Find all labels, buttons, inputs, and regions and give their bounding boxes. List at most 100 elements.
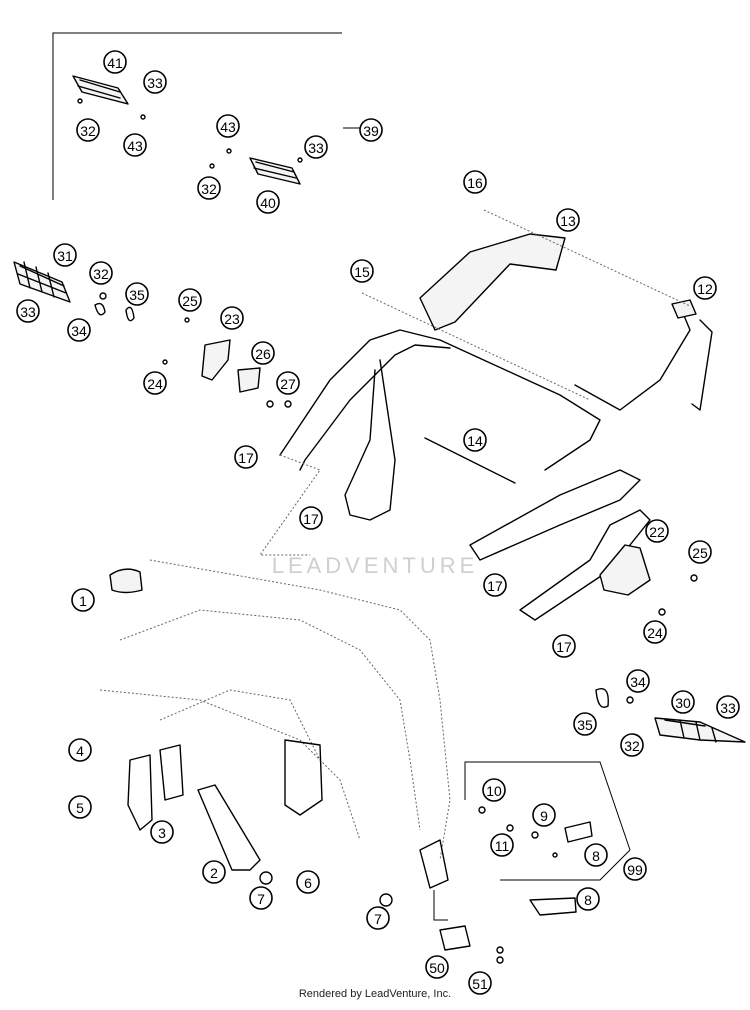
callout-circle (350, 259, 374, 283)
callout-circle (296, 870, 320, 894)
callout-label: 4 (76, 743, 84, 759)
callout-circle (532, 803, 556, 827)
callout-circle (276, 371, 300, 395)
callout-circle (584, 843, 608, 867)
callout-label: 13 (560, 213, 576, 229)
main-frame-1-drawing (99, 559, 577, 964)
callout-circle (68, 738, 92, 762)
callout-label: 6 (304, 875, 312, 891)
callout-5: 5 (68, 795, 92, 819)
callout-circle (103, 50, 127, 74)
callout-12: 12 (693, 276, 717, 300)
callout-circle (178, 288, 202, 312)
callout-1: 1 (71, 588, 95, 612)
callout-label: 39 (363, 123, 379, 139)
callout-3: 3 (150, 820, 174, 844)
callout-34: 34 (67, 318, 91, 342)
callout-circle (359, 118, 383, 142)
callout-circle (425, 955, 449, 979)
callout-circle (123, 133, 147, 157)
callout-32: 32 (76, 118, 100, 142)
callout-circle (688, 540, 712, 564)
callout-17: 17 (299, 506, 323, 530)
callout-35: 35 (573, 712, 597, 736)
callout-6: 6 (296, 870, 320, 894)
callout-label: 40 (260, 195, 276, 211)
callout-10: 10 (482, 778, 506, 802)
callout-circle (256, 190, 280, 214)
callout-circle (53, 243, 77, 267)
callout-label: 32 (624, 738, 640, 754)
callout-33: 33 (716, 695, 740, 719)
callout-11: 11 (490, 833, 514, 857)
callout-label: 43 (220, 119, 236, 135)
callout-circle (202, 860, 226, 884)
callout-label: 9 (540, 808, 548, 824)
callout-label: 33 (147, 75, 163, 91)
watermark-text: LEADVENTURE (272, 553, 479, 578)
callout-label: 10 (486, 783, 502, 799)
kit-99-parts (478, 806, 593, 858)
callout-layer: 4133324343333932401613313235333415122523… (16, 50, 740, 995)
callout-label: 35 (129, 287, 145, 303)
callout-label: 99 (627, 862, 643, 878)
callout-31: 31 (53, 243, 77, 267)
callout-8: 8 (584, 843, 608, 867)
callout-label: 1 (79, 593, 87, 609)
callout-circle (620, 733, 644, 757)
callout-label: 5 (76, 800, 84, 816)
callout-34: 34 (626, 669, 650, 693)
callout-circle (693, 276, 717, 300)
callout-22: 22 (645, 519, 669, 543)
callout-17: 17 (234, 445, 258, 469)
callout-43: 43 (216, 114, 240, 138)
callout-circle (468, 971, 492, 995)
callout-label: 17 (487, 578, 503, 594)
callout-label: 8 (592, 848, 600, 864)
callout-2: 2 (202, 860, 226, 884)
callout-label: 34 (630, 674, 646, 690)
callout-circle (645, 519, 669, 543)
callout-label: 15 (354, 264, 370, 280)
callout-circle (68, 795, 92, 819)
callout-26: 26 (251, 341, 275, 365)
callout-circle (556, 208, 580, 232)
callout-label: 33 (720, 700, 736, 716)
callout-label: 31 (57, 248, 73, 264)
callout-circle (671, 690, 695, 714)
callout-label: 25 (182, 293, 198, 309)
footpeg-41-drawing (72, 75, 146, 120)
callout-8: 8 (576, 887, 600, 911)
callout-label: 32 (201, 181, 217, 197)
callout-43: 43 (123, 133, 147, 157)
callout-40: 40 (256, 190, 280, 214)
callout-24: 24 (143, 371, 167, 395)
callout-circle (623, 857, 647, 881)
callout-label: 12 (697, 281, 713, 297)
callout-23: 23 (220, 306, 244, 330)
callout-circle (220, 306, 244, 330)
callout-15: 15 (350, 259, 374, 283)
callout-circle (463, 170, 487, 194)
callout-label: 51 (472, 976, 488, 992)
callout-circle (482, 778, 506, 802)
callout-circle (71, 588, 95, 612)
callout-circle (216, 114, 240, 138)
callout-16: 16 (463, 170, 487, 194)
callout-33: 33 (16, 299, 40, 323)
callout-label: 11 (495, 838, 510, 854)
callout-label: 41 (107, 55, 123, 71)
callout-25: 25 (688, 540, 712, 564)
callout-circle (626, 669, 650, 693)
callout-circle (143, 70, 167, 94)
callout-circle (150, 820, 174, 844)
callout-circle (366, 906, 390, 930)
callout-circle (573, 712, 597, 736)
callout-25: 25 (178, 288, 202, 312)
callout-30: 30 (671, 690, 695, 714)
callout-circle (251, 341, 275, 365)
callout-label: 33 (308, 140, 324, 156)
callout-label: 23 (224, 311, 240, 327)
callout-circle (643, 620, 667, 644)
callout-4: 4 (68, 738, 92, 762)
